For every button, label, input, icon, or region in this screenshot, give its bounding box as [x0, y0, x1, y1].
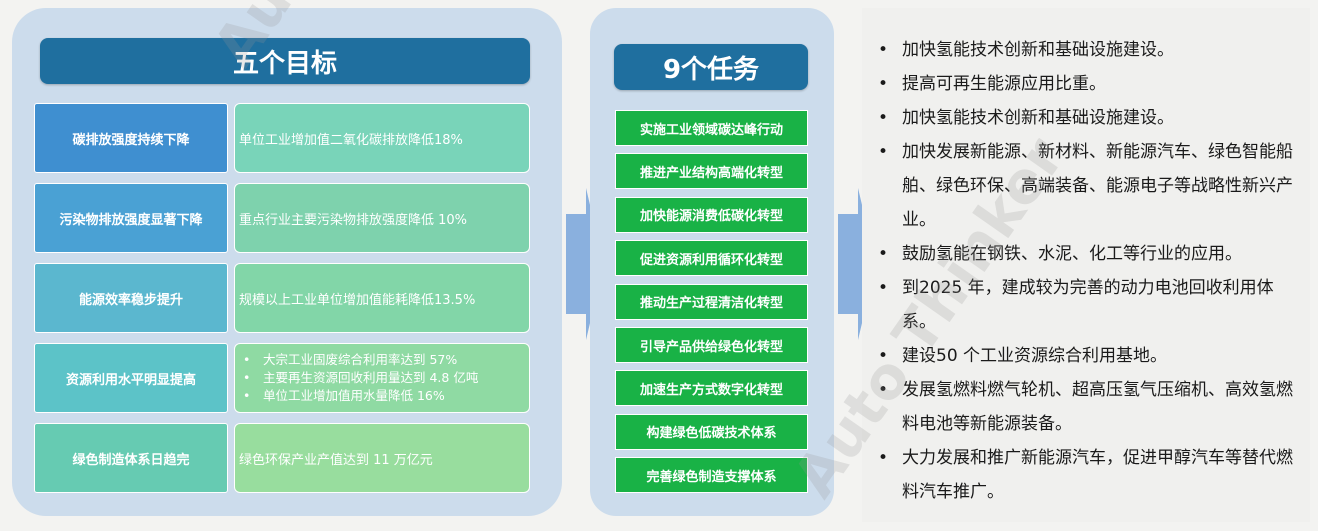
goal-item: 大宗工业固废综合利用率达到 57%	[239, 351, 478, 369]
goal-description: 规模以上工业单位增加值能耗降低13.5%	[234, 263, 530, 333]
goal-name: 资源利用水平明显提高	[34, 343, 228, 413]
task-item: 实施工业领域碳达峰行动	[615, 110, 808, 146]
task-item: 推进产业结构高端化转型	[615, 153, 808, 190]
arrow-right-icon	[838, 188, 876, 340]
goal-row: 碳排放强度持续下降单位工业增加值二氧化碳排放降低18%	[34, 103, 530, 173]
goal-item: 单位工业增加值用水量降低 16%	[239, 387, 478, 405]
goal-row: 绿色制造体系日趋完绿色环保产业产值达到 11 万亿元	[34, 423, 530, 493]
goal-row: 资源利用水平明显提高大宗工业固废综合利用率达到 57%主要再生资源回收利用量达到…	[34, 343, 530, 413]
measure-item: 发展氢燃料燃气轮机、超高压氢气压缩机、高效氢燃料电池等新能源装备。	[874, 373, 1306, 441]
measure-item: 到2025 年，建成较为完善的动力电池回收利用体系。	[874, 271, 1306, 339]
goal-name: 污染物排放强度显著下降	[34, 183, 228, 253]
goal-name: 绿色制造体系日趋完	[34, 423, 228, 493]
measure-item: 大力发展和推广新能源汽车，促进甲醇汽车等替代燃料汽车推广。	[874, 441, 1306, 509]
goals-title: 五个目标	[40, 38, 530, 84]
measure-item: 提高可再生能源应用比重。	[874, 67, 1306, 101]
measure-item: 建设50 个工业资源综合利用基地。	[874, 339, 1306, 373]
goal-description: 大宗工业固废综合利用率达到 57%主要再生资源回收利用量达到 4.8 亿吨单位工…	[234, 343, 530, 413]
task-item: 加快能源消费低碳化转型	[615, 196, 808, 233]
task-item: 构建绿色低碳技术体系	[615, 413, 808, 450]
goal-name: 碳排放强度持续下降	[34, 103, 228, 173]
tasks-title: 9个任务	[614, 44, 808, 90]
arrow-right-icon	[566, 188, 604, 340]
measure-item: 加快发展新能源、新材料、新能源汽车、绿色智能船舶、绿色环保、高端装备、能源电子等…	[874, 135, 1306, 237]
measure-item: 加快氢能技术创新和基础设施建设。	[874, 101, 1306, 135]
goal-description: 绿色环保产业产值达到 11 万亿元	[234, 423, 530, 493]
measures-list: 加快氢能技术创新和基础设施建设。提高可再生能源应用比重。加快氢能技术创新和基础设…	[874, 33, 1306, 509]
task-item: 完善绿色制造支撑体系	[615, 457, 808, 494]
task-item: 推动生产过程清洁化转型	[615, 283, 808, 320]
goal-name: 能源效率稳步提升	[34, 263, 228, 333]
goal-item: 主要再生资源回收利用量达到 4.8 亿吨	[239, 369, 478, 387]
measure-item: 鼓励氢能在钢铁、水泥、化工等行业的应用。	[874, 237, 1306, 271]
task-item: 促进资源利用循环化转型	[615, 240, 808, 277]
goal-description: 单位工业增加值二氧化碳排放降低18%	[234, 103, 530, 173]
goal-description: 重点行业主要污染物排放强度降低 10%	[234, 183, 530, 253]
measure-item: 加快氢能技术创新和基础设施建设。	[874, 33, 1306, 67]
goal-row: 能源效率稳步提升规模以上工业单位增加值能耗降低13.5%	[34, 263, 530, 333]
task-item: 引导产品供给绿色化转型	[615, 327, 808, 363]
goal-row: 污染物排放强度显著下降重点行业主要污染物排放强度降低 10%	[34, 183, 530, 253]
task-item: 加速生产方式数字化转型	[615, 370, 808, 407]
